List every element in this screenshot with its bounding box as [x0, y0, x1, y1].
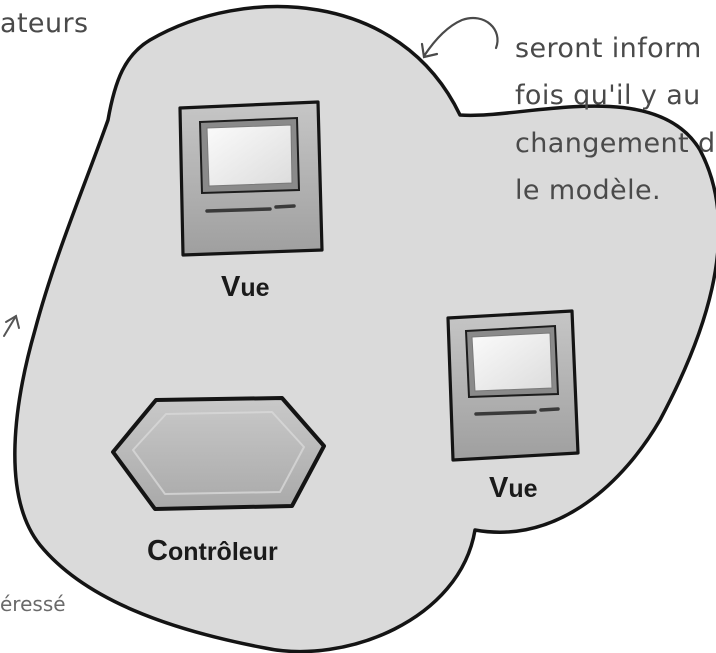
heading-fragment: ateurs: [0, 8, 88, 39]
controller-hexagon-highlight: [132, 411, 305, 495]
note-block: seront inform fois qu'il y au changement…: [515, 33, 716, 206]
note-line: seront inform: [515, 33, 702, 64]
controller-label: Contrôleur: [147, 535, 278, 567]
small-arrow-icon: [3, 314, 20, 337]
curved-arrow-icon: [420, 17, 499, 59]
view-label: Vue: [221, 271, 270, 303]
note-line: le modèle.: [515, 175, 661, 206]
view-computer-icon: [446, 309, 580, 462]
view-computer-icon: [178, 100, 324, 257]
view-label: Vue: [489, 472, 538, 504]
note-line: changement d': [515, 128, 716, 159]
bottom-fragment: éressé: [0, 592, 66, 616]
controller-hexagon-icon: [111, 396, 326, 511]
note-line: fois qu'il y au: [515, 80, 701, 111]
